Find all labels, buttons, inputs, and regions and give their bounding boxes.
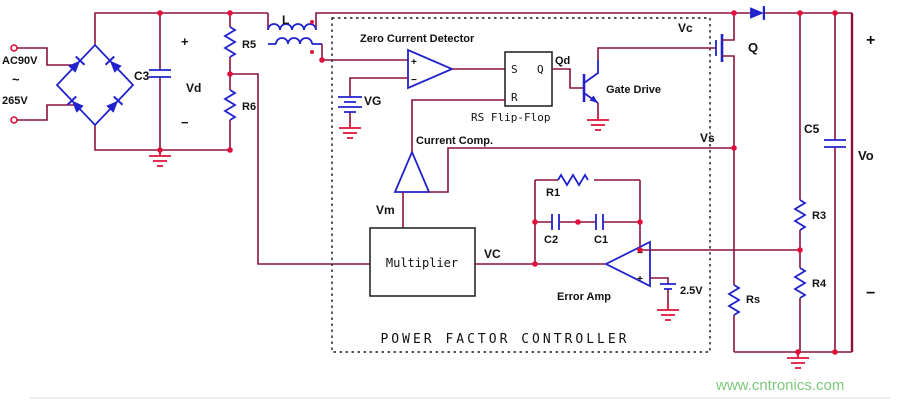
multiplier-input-wire	[230, 73, 370, 265]
junction-dots	[157, 10, 838, 355]
opamp-icon	[407, 48, 455, 90]
vd-label: Vd	[186, 81, 201, 95]
ac-voltage-max-label: 265V	[2, 95, 28, 107]
vs-sense: Vs	[429, 131, 734, 193]
ff-r-label: R	[511, 91, 518, 104]
sense-winding-icon	[275, 37, 313, 45]
controller-box: POWER FACTOR CONTROLLER	[331, 17, 711, 353]
comparator-output-wire	[411, 99, 505, 152]
vg-source: VG	[338, 77, 408, 139]
ea-minus-sign: −	[637, 248, 643, 259]
reference-2v5: 2.5V	[650, 277, 703, 321]
diode-icon	[748, 4, 766, 22]
vm-label: Vm	[376, 203, 395, 217]
current-comp-label: Current Comp.	[416, 135, 493, 147]
compensation-network: R1 C2 C1	[534, 174, 641, 264]
capacitor-icon	[824, 139, 846, 148]
zcd-minus-sign: −	[411, 75, 417, 86]
mosfet-q: Vc Q	[678, 13, 758, 148]
rs-flip-flop: S Q R RS Flip-Flop Qd	[471, 51, 570, 124]
output-cap-c5: C5	[804, 13, 846, 352]
qd-label: Qd	[555, 55, 570, 67]
winding-polarity-dot	[310, 50, 314, 54]
ac-terminal-bottom	[10, 116, 18, 124]
vg-label: VG	[364, 94, 381, 108]
r5-label: R5	[242, 39, 256, 51]
c2-label: C2	[544, 234, 558, 246]
resistor-icon	[794, 267, 806, 299]
c5-label: C5	[804, 122, 820, 136]
ground-icon	[338, 121, 362, 139]
gate-drive: Gate Drive	[552, 47, 716, 131]
zcd-label: Zero Current Detector	[360, 33, 475, 45]
current-comparator: Current Comp. Vm	[376, 99, 505, 228]
boost-diode	[748, 4, 766, 22]
bridge-rectifier	[55, 43, 135, 127]
zero-current-detector: Zero Current Detector + −	[360, 33, 505, 90]
gate-drive-label: Gate Drive	[606, 84, 661, 96]
resistor-icon	[224, 89, 236, 121]
battery-icon	[660, 283, 676, 290]
mosfet-label: Q	[748, 40, 758, 55]
zcd-plus-sign: +	[411, 57, 417, 68]
capacitor-icon	[551, 214, 560, 230]
winding-polarity-dot	[310, 20, 314, 24]
ground-icon	[656, 303, 680, 321]
resistor-icon	[557, 174, 589, 186]
vc-label: VC	[484, 247, 501, 261]
reference-label: 2.5V	[680, 285, 703, 297]
capacitor-icon	[595, 214, 604, 230]
gate-wire	[597, 47, 716, 60]
controller-box-title: POWER FACTOR CONTROLLER	[380, 332, 629, 347]
resistor-icon	[794, 199, 806, 231]
multiplier-label: Multiplier	[386, 256, 458, 270]
c3-label: C3	[134, 69, 150, 83]
r1-label: R1	[546, 187, 560, 199]
vs-label: Vs	[700, 131, 715, 145]
vd-plus-sign: +	[181, 34, 189, 49]
inductor-label: L	[282, 13, 289, 27]
ac-terminal-top	[10, 44, 18, 52]
vo-minus-sign: −	[866, 285, 875, 302]
vs-wire	[429, 147, 734, 193]
battery-icon	[338, 96, 362, 113]
r6-label: R6	[242, 101, 256, 113]
comparator-icon	[393, 149, 431, 193]
resistor-icon	[224, 26, 236, 58]
ff-s-label: S	[511, 63, 518, 76]
capacitor-icon	[149, 69, 171, 78]
ac-voltage-min-label: AC90V	[2, 55, 38, 67]
multiplier: Multiplier VC	[369, 227, 606, 297]
c1-label: C1	[594, 234, 608, 246]
ea-plus-sign: +	[637, 274, 643, 285]
r3-label: R3	[812, 210, 826, 222]
ac-tilde-label: ~	[12, 72, 20, 87]
flip-flop-label: RS Flip-Flop	[471, 111, 550, 124]
vd-minus-sign: −	[181, 115, 189, 130]
power-rails	[94, 12, 854, 353]
output-port: + Vo −	[858, 32, 875, 302]
vc-gate-label: Vc	[678, 21, 693, 35]
zcd-sense-wire	[321, 44, 408, 61]
bulk-cap-c3: C3	[134, 13, 172, 167]
ac-source: AC90V ~ 265V	[2, 44, 76, 124]
bjt-emitter-arrow	[589, 95, 598, 103]
opamp-icon	[603, 240, 651, 288]
error-amp-label: Error Amp	[557, 291, 611, 303]
ground-icon	[586, 113, 610, 131]
vd-annotation: + Vd −	[181, 34, 201, 130]
error-amplifier: − + Error Amp	[557, 240, 651, 303]
vo-label: Vo	[858, 148, 874, 163]
ff-q-label: Q	[537, 63, 544, 76]
sense-resistor: Rs	[728, 148, 760, 352]
inductor-coil-icon	[267, 23, 317, 31]
vo-plus-sign: +	[866, 32, 875, 49]
r4-label: R4	[812, 278, 827, 290]
rs-label: Rs	[746, 294, 760, 306]
watermark: www.cntronics.com	[715, 377, 844, 394]
resistor-icon	[728, 284, 740, 316]
